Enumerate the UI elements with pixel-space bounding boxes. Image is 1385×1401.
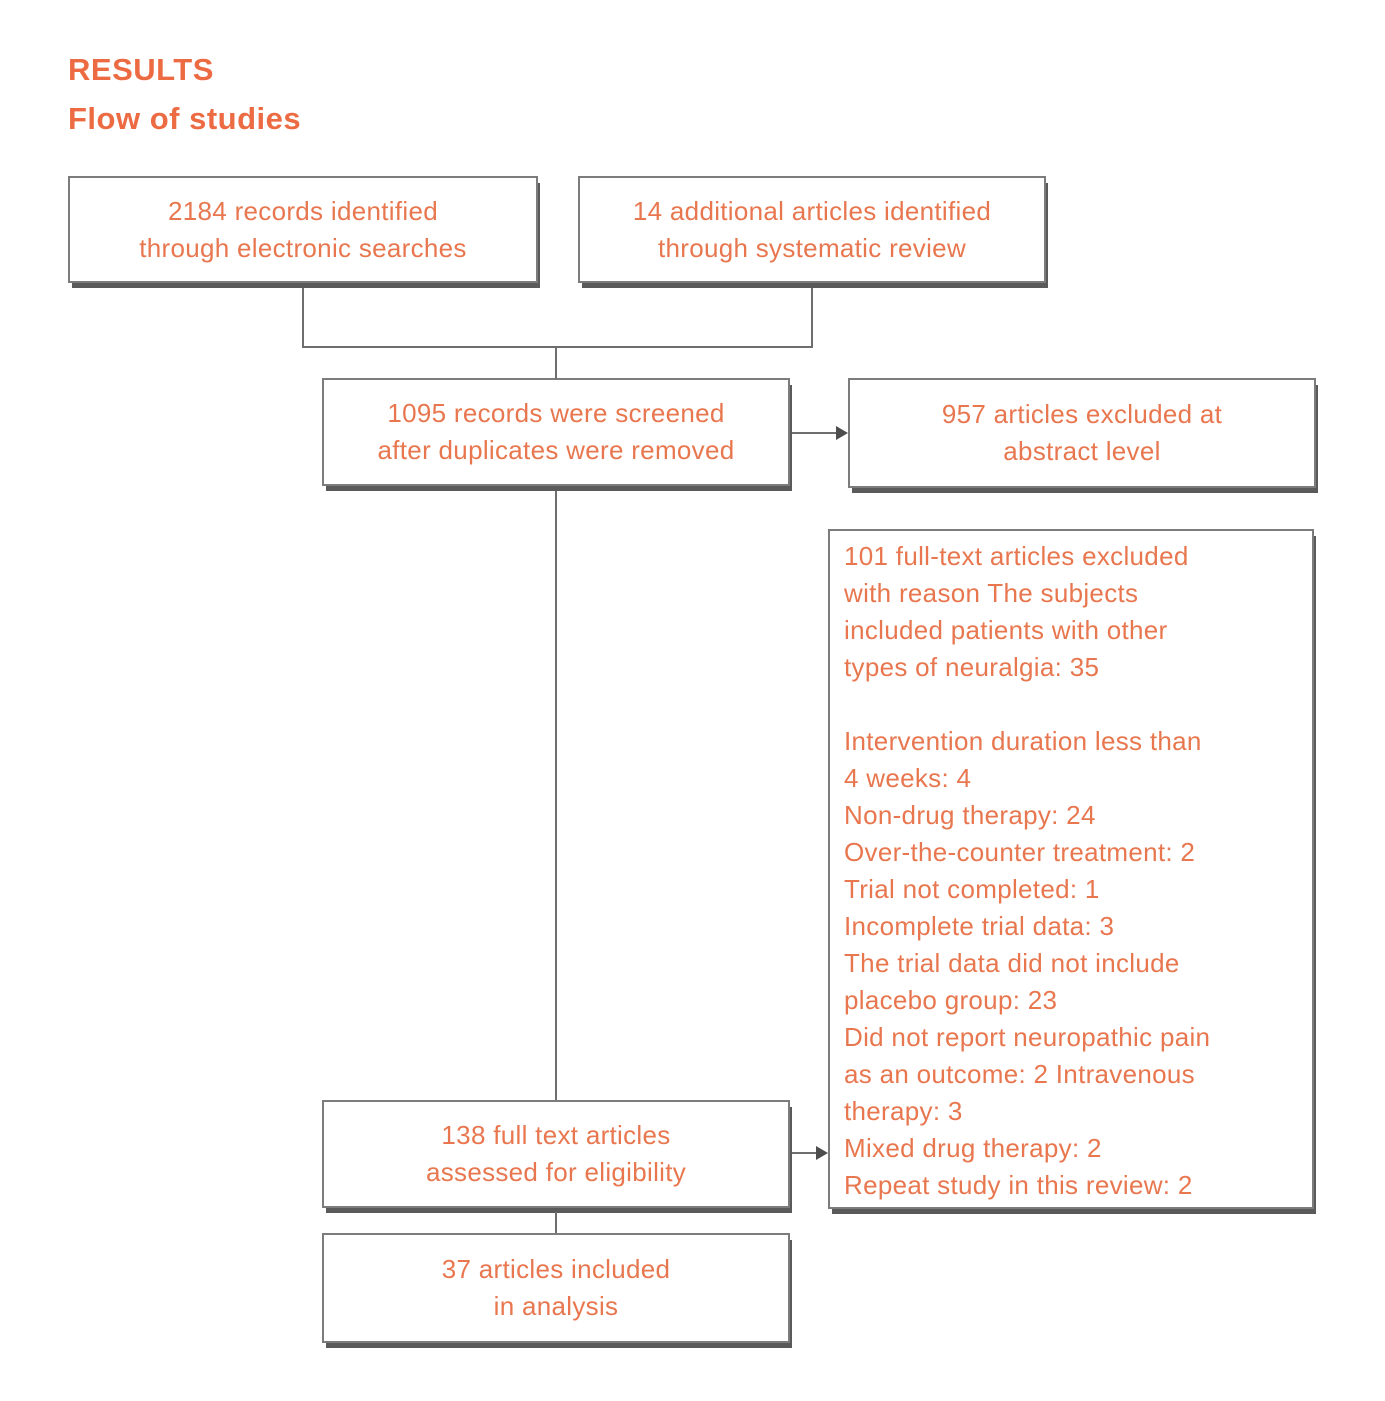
connector-merge-horizontal <box>302 346 813 348</box>
connector-assessed-to-included <box>555 1212 557 1233</box>
box-fulltext-excluded-reasons: 101 full-text articles excluded with rea… <box>828 529 1314 1209</box>
box-records-identified: 2184 records identified through electron… <box>68 176 538 283</box>
connector-left-drop <box>302 288 304 347</box>
arrow-assessed-to-excluded <box>792 1152 816 1154</box>
connector-merge-drop <box>555 347 557 379</box>
box-abstract-excluded: 957 articles excluded at abstract level <box>848 378 1316 488</box>
arrowhead-right-icon <box>816 1146 828 1160</box>
box-included-analysis: 37 articles included in analysis <box>322 1233 790 1343</box>
box-records-screened: 1095 records were screened after duplica… <box>322 378 790 486</box>
connector-screened-to-assessed <box>555 491 557 1100</box>
flow-subheading: Flow of studies <box>68 101 302 136</box>
box-fulltext-assessed: 138 full text articles assessed for elig… <box>322 1100 790 1208</box>
arrow-screened-to-excluded <box>792 432 836 434</box>
results-heading: RESULTS <box>68 52 214 87</box>
box-additional-articles: 14 additional articles identified throug… <box>578 176 1046 283</box>
connector-right-drop <box>811 288 813 347</box>
arrowhead-right-icon <box>836 426 848 440</box>
